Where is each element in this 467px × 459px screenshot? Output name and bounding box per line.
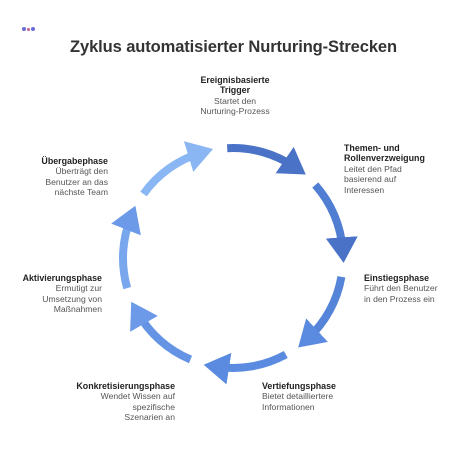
arc-arrow-aktivierung: [111, 205, 141, 290]
stage-heading: Einstiegsphase: [364, 273, 430, 283]
arc-arrow-vertiefung: [203, 350, 288, 385]
stage-heading: Aktivierungsphase: [22, 273, 102, 283]
arc-arrow-uebergabe: [140, 141, 214, 197]
stage-heading: Vertiefungsphase: [262, 381, 336, 391]
diagram-title: Zyklus automatisierter Nurturing-Strecke…: [70, 38, 397, 56]
napkin-logo-icon: [22, 26, 36, 32]
arc-arrow-einstieg: [298, 276, 346, 348]
stage-heading: Konkretisierungsphase: [76, 381, 175, 391]
arc-arrow-trigger: [226, 144, 306, 175]
arc-arrow-verzweigung: [312, 182, 358, 263]
stage-heading: Übergabephase: [41, 156, 108, 166]
arc-arrow-konkretisierung: [130, 301, 193, 364]
